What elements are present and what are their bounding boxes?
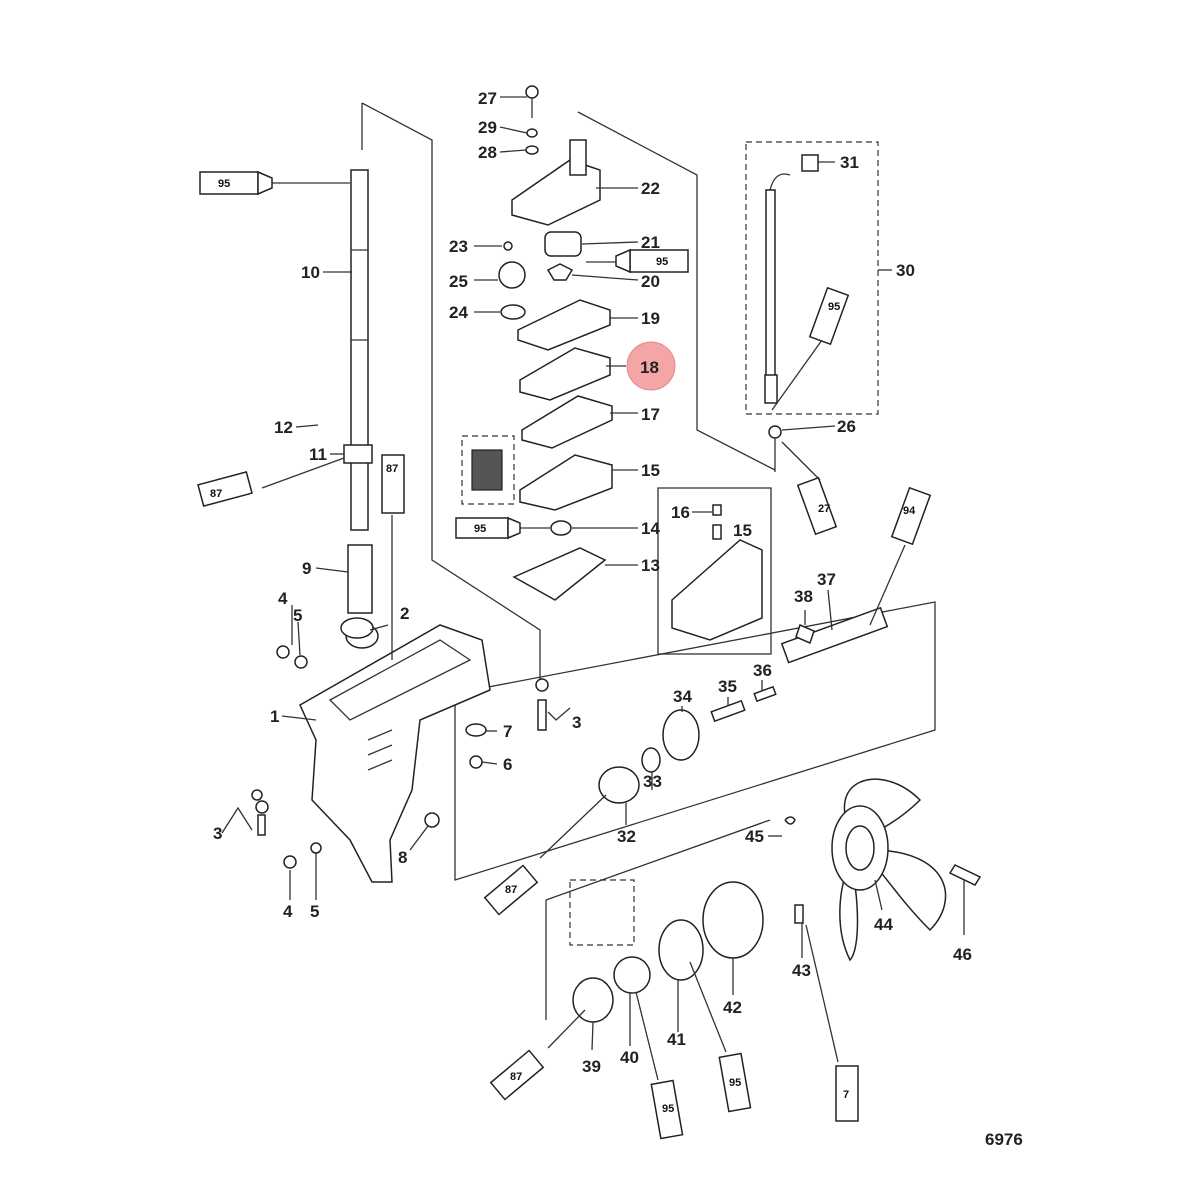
- callout-45: 45: [745, 827, 764, 846]
- highlighted-plate: [519, 347, 611, 401]
- water-pump-stack: [471, 139, 613, 601]
- svg-text:27: 27: [818, 503, 830, 515]
- callout-labels: 27 29 28 22 23 21 25 20 24 19 18 17 15 1…: [213, 89, 972, 1076]
- callout-5-top: 5: [293, 606, 302, 625]
- callout-19: 19: [641, 309, 660, 328]
- callout-40: 40: [620, 1048, 639, 1067]
- callout-29: 29: [478, 118, 497, 137]
- callout-26: 26: [837, 417, 856, 436]
- callout-22: 22: [641, 179, 660, 198]
- group-outlines: [361, 102, 936, 1020]
- callout-16: 16: [671, 503, 690, 522]
- svg-text:95: 95: [474, 523, 486, 535]
- propeller-shaft-assembly: [572, 606, 889, 1023]
- diagram-reference-number: 6976: [985, 1130, 1023, 1149]
- tube-27: 27: [796, 476, 838, 536]
- tube-87-vertical: 87: [381, 454, 405, 514]
- callout-6: 6: [503, 755, 512, 774]
- callout-5-bottom: 5: [310, 902, 319, 921]
- callout-30: 30: [896, 261, 915, 280]
- callout-15-pump: 15: [641, 461, 660, 480]
- callout-1: 1: [270, 707, 279, 726]
- callout-14: 14: [641, 519, 660, 538]
- svg-text:87: 87: [505, 884, 517, 896]
- callout-27: 27: [478, 89, 497, 108]
- svg-text:95: 95: [828, 301, 840, 313]
- svg-text:94: 94: [903, 505, 916, 517]
- callout-42: 42: [723, 998, 742, 1017]
- callout-20: 20: [641, 272, 660, 291]
- tube-95-shift-rod: 95: [808, 286, 850, 346]
- callout-25: 25: [449, 272, 468, 291]
- callout-13: 13: [641, 556, 660, 575]
- tube-95-bottom-b: 95: [718, 1052, 752, 1113]
- tube-7: 7: [835, 1065, 859, 1122]
- callout-9: 9: [302, 559, 311, 578]
- callout-23: 23: [449, 237, 468, 256]
- svg-text:87: 87: [386, 463, 398, 475]
- driveshaft: [343, 169, 373, 614]
- callout-34: 34: [673, 687, 692, 706]
- callout-39: 39: [582, 1057, 601, 1076]
- callout-3-right: 3: [572, 713, 581, 732]
- callout-44: 44: [874, 915, 893, 934]
- callout-3-left: 3: [213, 824, 222, 843]
- tube-94: 94: [890, 486, 932, 546]
- callout-33: 33: [643, 772, 662, 791]
- callout-35: 35: [718, 677, 737, 696]
- pump-base-detail: [671, 539, 763, 641]
- callout-43: 43: [792, 961, 811, 980]
- callout-12: 12: [274, 418, 293, 437]
- svg-text:95: 95: [729, 1077, 741, 1089]
- gear-housing: [299, 623, 491, 883]
- callout-37: 37: [817, 570, 836, 589]
- callout-4-bottom: 4: [283, 902, 293, 921]
- tube-87-bearing: 87: [483, 864, 539, 916]
- svg-text:87: 87: [210, 488, 222, 500]
- callout-17: 17: [641, 405, 660, 424]
- callout-31: 31: [840, 153, 859, 172]
- shift-rod: [764, 154, 819, 472]
- tube-87-bottom: 87: [489, 1049, 545, 1101]
- callout-8: 8: [398, 848, 407, 867]
- callout-4-top: 4: [278, 589, 288, 608]
- callout-36: 36: [753, 661, 772, 680]
- sealant-tubes: 95 95 87 87 95 95 27 94: [197, 170, 932, 1140]
- callout-38: 38: [794, 587, 813, 606]
- svg-text:95: 95: [656, 256, 668, 268]
- propeller: [831, 778, 982, 962]
- callout-21: 21: [641, 233, 660, 252]
- small-hardware: [251, 85, 722, 869]
- tube-95-top-left: 95: [199, 170, 273, 196]
- svg-text:95: 95: [662, 1103, 674, 1115]
- highlight-marker: [626, 341, 676, 391]
- tube-leaders: [261, 182, 906, 1081]
- svg-text:87: 87: [510, 1071, 522, 1083]
- tube-95-shaft-seal: 95: [455, 516, 521, 540]
- callout-15-detail: 15: [733, 521, 752, 540]
- tube-95-bottom-a: 95: [650, 1079, 684, 1140]
- leader-lines: [221, 96, 965, 1051]
- callout-18: 18: [640, 358, 659, 377]
- callout-24: 24: [449, 303, 468, 322]
- callout-7: 7: [503, 722, 512, 741]
- tube-95-pump: 95: [615, 248, 689, 274]
- tube-87-left: 87: [197, 470, 253, 508]
- callout-10: 10: [301, 263, 320, 282]
- callout-41: 41: [667, 1030, 686, 1049]
- svg-text:95: 95: [218, 178, 230, 190]
- callout-2: 2: [400, 604, 409, 623]
- callout-11: 11: [309, 445, 327, 464]
- callout-28: 28: [478, 143, 497, 162]
- callout-46: 46: [953, 945, 972, 964]
- callout-32: 32: [617, 827, 636, 846]
- svg-text:7: 7: [843, 1089, 849, 1101]
